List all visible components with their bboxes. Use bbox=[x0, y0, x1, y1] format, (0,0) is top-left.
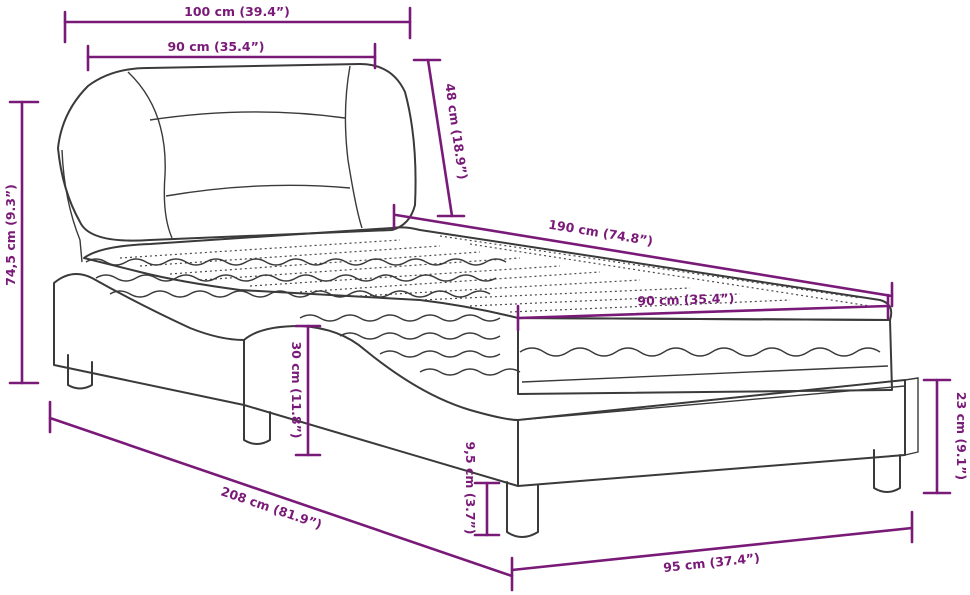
mattress-front-face bbox=[517, 317, 893, 395]
frame-foot-top-edge bbox=[517, 385, 906, 421]
mattress-wave-6 bbox=[379, 350, 501, 358]
mattress-front-seam bbox=[521, 365, 889, 383]
headboard-right-panel bbox=[344, 65, 363, 229]
frame-foot-panel bbox=[517, 379, 906, 487]
label-leg-height: 9,5 cm (3.7”) bbox=[463, 441, 478, 534]
label-headboard-height: 48 cm (18.9”) bbox=[442, 82, 470, 180]
frame-left-side-front bbox=[243, 325, 519, 487]
dim-headboard-inner-width: 90 cm (35.4”) bbox=[86, 39, 377, 72]
leg-front-right bbox=[506, 481, 539, 538]
mattress bbox=[83, 226, 893, 395]
dim-headboard-outer-width: 100 cm (39.4”) bbox=[63, 4, 412, 44]
mattress-front-wave bbox=[519, 347, 881, 357]
dim-headboard-height: 48 cm (18.9”) bbox=[412, 58, 471, 218]
mattress-top-outline bbox=[83, 226, 893, 321]
dim-total-height: 74,5 cm (9.3”) bbox=[3, 100, 40, 385]
label-total-height: 74,5 cm (9.3”) bbox=[3, 184, 18, 286]
label-headboard-inner-width: 90 cm (35.4”) bbox=[167, 39, 264, 54]
mattress-wave-3 bbox=[109, 290, 491, 298]
bed-frame bbox=[53, 273, 919, 487]
label-frame-height: 23 cm (9.1”) bbox=[954, 392, 969, 480]
dim-frame-height: 23 cm (9.1”) bbox=[922, 378, 969, 495]
mattress-wave-7 bbox=[419, 368, 521, 376]
headboard bbox=[57, 63, 417, 263]
mattress-wave-2 bbox=[95, 274, 497, 282]
label-headboard-outer-width: 100 cm (39.4”) bbox=[184, 4, 290, 19]
frame-corner bbox=[904, 377, 919, 456]
headboard-left-panel bbox=[127, 71, 173, 239]
dim-mattress-width: 90 cm (35.4”) bbox=[516, 290, 890, 332]
leg-back-left bbox=[67, 354, 93, 390]
frame-left-side-back bbox=[53, 273, 245, 406]
dim-side-panel-height: 30 cm (11.8”) bbox=[289, 324, 322, 457]
dim-total-length: 208 cm (81.9”) bbox=[48, 400, 514, 592]
dim-leg-height: 9,5 cm (3.7”) bbox=[463, 441, 501, 537]
headboard-stitch-top bbox=[149, 111, 346, 121]
headboard-stitch-bottom bbox=[165, 184, 351, 197]
leg-back-right bbox=[873, 449, 901, 493]
mattress-wave-4 bbox=[299, 314, 501, 322]
label-total-length: 208 cm (81.9”) bbox=[219, 484, 324, 532]
headboard-side-edge bbox=[61, 149, 83, 263]
bed-legs bbox=[67, 354, 901, 538]
headboard-outline bbox=[57, 63, 417, 242]
label-side-panel-height: 30 cm (11.8”) bbox=[289, 341, 304, 438]
label-mattress-width: 90 cm (35.4”) bbox=[637, 290, 734, 308]
mattress-wave-1 bbox=[85, 258, 507, 266]
dim-total-width: 95 cm (37.4”) bbox=[510, 510, 914, 575]
bed-illustration bbox=[53, 63, 919, 538]
label-mattress-length: 190 cm (74.8”) bbox=[547, 217, 654, 249]
mattress-wave-5 bbox=[339, 332, 501, 340]
leg-front-left bbox=[243, 404, 271, 445]
